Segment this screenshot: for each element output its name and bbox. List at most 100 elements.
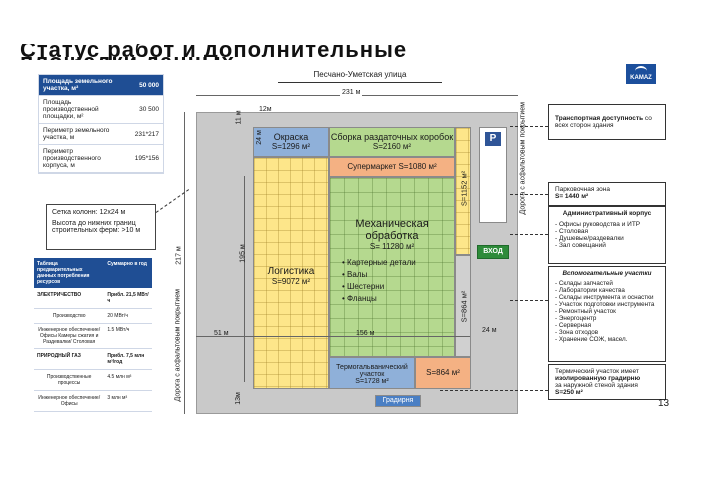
zone-painting-area: S=1296 м² — [271, 142, 311, 151]
site-plan: Окраска S=1296 м² Сборка раздаточных кор… — [196, 112, 518, 414]
parking-area: P — [479, 127, 507, 223]
info-table: Площадь земельного участка, м² 50 000 Пл… — [38, 74, 164, 174]
utilities-label-1: Производство — [52, 313, 86, 319]
right-gap-label: 24 м — [482, 327, 497, 334]
utilities-label-2: Инженерное обеспечение/Офисы Камеры сжат… — [38, 327, 101, 345]
thermal-line4: S=250 м² — [555, 389, 583, 396]
aux-item: - Серверная — [555, 322, 592, 329]
top-gap-label: 11 м — [235, 110, 243, 125]
page-title: Статус работ и дополнительные площадки д… — [20, 44, 408, 60]
left-gap-line — [196, 336, 252, 337]
transport-box: Транспортная доступность со всех сторон … — [548, 104, 666, 140]
admin-box: Административный корпус - Офисы руководс… — [548, 206, 666, 264]
street-label: Песчано-Уметская улица — [313, 70, 407, 79]
aux-title: Вспомогательные участки — [562, 270, 652, 277]
transport-title: Транспортная доступность — [555, 115, 644, 122]
zone-supermarket-area: S=1080 м² — [398, 162, 437, 171]
road-right-label: Дорога с асфальтовым покрытием — [519, 102, 527, 215]
info-label-1: Площадь производственной площадки, м² — [39, 95, 131, 124]
col-24-label: 24 м — [255, 130, 263, 145]
utilities-value-4: 4.5 млн м³ — [107, 374, 132, 380]
grid-note-line1: Сетка колонн: 12х24 м — [52, 209, 126, 216]
utilities-value-5: 3 млн м³ — [107, 395, 128, 401]
grid-note-line2: Высота до нижних границ строительных фер… — [52, 220, 141, 234]
thermal-line3: за наружной стеной здания — [555, 382, 638, 389]
connector-aux — [510, 300, 548, 301]
zone-small-orange-area: S=864 м² — [426, 368, 460, 377]
info-label-3: Периметр производственного корпуса, м — [39, 144, 131, 173]
utilities-table: Таблица предварительных данных потреблен… — [34, 258, 152, 412]
parking-line2: S= 1440 м² — [555, 193, 589, 200]
page-number: 13 — [658, 398, 670, 409]
utilities-label-4: Производственные процессы — [46, 374, 92, 386]
utilities-value-1: 20 МВт/ч — [107, 313, 128, 319]
inner-width-label: 156 м — [356, 330, 375, 337]
utilities-row: ПРИРОДНЫЙ ГАЗ Прибл. 7,5 млн м³/год — [34, 349, 152, 370]
aux-item: - Энергоцентр — [555, 315, 597, 322]
utilities-row: Производство 20 МВт/ч — [34, 309, 152, 324]
zone-logistics: Логистика S=9072 м² — [253, 157, 329, 389]
connector-transport — [510, 126, 548, 127]
utilities-value-3: Прибл. 7,5 млн м³/год — [107, 353, 145, 365]
transport-text: со всех сторон здания — [555, 115, 652, 129]
thermal-line1: Термический участок имеет — [555, 368, 639, 375]
logo-bird-icon — [635, 66, 647, 76]
zone-right-strip: S=1152 м² — [455, 127, 471, 255]
zone-small-orange: S=864 м² — [415, 357, 471, 389]
cooling-tower-label: Градирня — [382, 397, 414, 404]
logo-text: KAMAZ — [630, 75, 652, 81]
street-line — [278, 82, 442, 83]
aux-item: - Зона отходов — [555, 329, 599, 336]
zone-painting-label: Окраска — [273, 132, 309, 142]
zone-thermo-label: Термогальванический участок — [336, 364, 408, 378]
zone-right-lower-area: S=864 м² — [459, 290, 469, 323]
admin-item: - Столовая — [555, 228, 589, 235]
admin-item: - Душевые/раздевалки — [555, 235, 624, 242]
thermal-box: Термический участок имеет изолированную … — [548, 364, 666, 400]
zone-painting: Окраска S=1296 м² — [253, 127, 329, 157]
width-dimension-label: 231 м — [340, 89, 363, 96]
inner-width-line — [252, 336, 470, 337]
aux-item: - Склады запчастей — [555, 280, 613, 287]
connector-admin — [510, 234, 548, 235]
info-value-1: 30 500 — [130, 95, 163, 124]
aux-item: - Склады инструмента и оснастки — [555, 294, 654, 301]
utilities-label-5: Инженерное обеспечение/Офисы — [38, 395, 101, 407]
zone-supermarket-label: Супермаркет — [347, 162, 397, 171]
connector-parking — [510, 194, 548, 195]
admin-title: Административный корпус — [562, 210, 652, 217]
utilities-header-0: Таблица предварительных данных потреблен… — [37, 261, 90, 285]
zone-logistics-area: S=9072 м² — [271, 277, 311, 286]
utilities-row: ЭЛЕКТРИЧЕСТВО Прибл. 21,5 МВт/ч — [34, 288, 152, 309]
info-value-3: 195*156 — [130, 144, 163, 173]
aux-item: - Ремонтный участок — [555, 308, 616, 315]
admin-item: - Зал совещаний — [555, 242, 606, 249]
road-left-label: Дорога с асфальтовым покрытием — [174, 289, 182, 402]
admin-item: - Офисы руководства и ИТР — [555, 221, 641, 228]
aux-item: - Лаборатории качества — [555, 287, 625, 294]
zone-machining: Механическая обработка S= 11280 м² • Кар… — [329, 177, 455, 357]
machining-item: • Картерные детали — [342, 258, 416, 267]
utilities-label-3: ПРИРОДНЫЙ ГАЗ — [37, 353, 81, 359]
col-12-label: 12м — [259, 106, 272, 113]
utilities-row: Производственные процессы 4.5 млн м³ — [34, 370, 152, 391]
utilities-value-0: Прибл. 21,5 МВт/ч — [107, 292, 149, 304]
machining-item: • Фланцы — [342, 294, 377, 303]
info-value-2: 231*217 — [130, 123, 163, 145]
zone-transfer-box: Сборка раздаточных коробок S=2160 м² — [329, 127, 455, 157]
inner-height-line — [244, 176, 245, 382]
height-dimension-label: 217 м — [175, 244, 183, 267]
grid-note: Сетка колонн: 12х24 м Высота до нижних г… — [46, 204, 156, 250]
inner-height-label: 195 м — [239, 244, 247, 263]
bottom-gap-label: 13м — [234, 392, 242, 405]
machining-item: • Валы — [342, 270, 368, 279]
zone-right-strip-area: S=1152 м² — [459, 170, 469, 207]
info-label-2: Периметр земельного участка, м — [39, 123, 131, 145]
machining-item: • Шестерни — [342, 282, 385, 291]
aux-item: - Хранение СОЖ, масел. — [555, 336, 628, 343]
utilities-value-2: 1.5 МВт/ч — [107, 327, 130, 333]
thermal-line2: изолированную градирню — [555, 375, 641, 382]
parking-line1: Парковочная зона — [555, 186, 610, 193]
connector-thermal — [440, 390, 548, 391]
zone-machining-label-1: Механическая — [355, 218, 429, 230]
